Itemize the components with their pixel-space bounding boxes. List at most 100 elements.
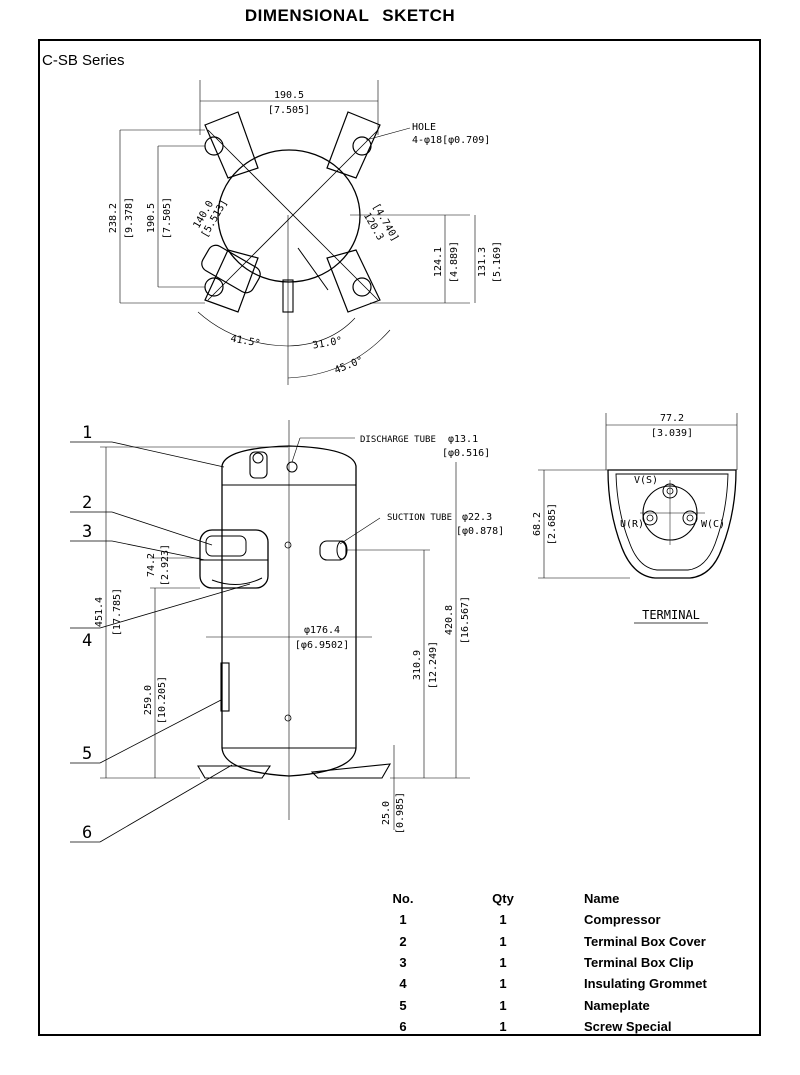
- angle-arc: [287, 329, 391, 379]
- cell-no: 5: [399, 997, 407, 1013]
- terminal-height: 68.2: [532, 512, 543, 536]
- callout-6: 6: [70, 764, 233, 843]
- table-row: 5 1 Nameplate: [384, 994, 754, 1015]
- hole-label: HOLE: [412, 122, 436, 133]
- cell-qty: 1: [499, 1018, 507, 1034]
- insulating-grommet: [211, 577, 263, 585]
- discharge-dia: φ13.1: [448, 434, 478, 445]
- terminal-height: 259.0: [143, 685, 154, 715]
- cell-no: 1: [399, 912, 407, 928]
- header-qty: Qty: [492, 891, 514, 907]
- mounting-foot: [326, 249, 381, 313]
- mounting-foot: [204, 111, 259, 179]
- discharge-fitting: [249, 451, 268, 479]
- pin-c-label: W(C): [701, 519, 725, 530]
- cell-name: Insulating Grommet: [584, 976, 707, 992]
- cell-name: Terminal Box Clip: [584, 955, 694, 971]
- suction-dia: φ22.3: [462, 512, 492, 523]
- dim-height-outer-in: [9.378]: [124, 197, 135, 239]
- body-dia-in: [φ6.9502]: [295, 640, 349, 651]
- hole-spec: 4-φ18[φ0.709]: [412, 135, 490, 146]
- total-height: 451.4: [94, 597, 105, 627]
- cell-name: Nameplate: [584, 997, 650, 1013]
- angle-b: 31.0°: [312, 336, 344, 352]
- cell-no: 2: [399, 933, 407, 949]
- callout-4: 4: [70, 583, 251, 651]
- base-foot-right: [310, 763, 392, 779]
- mounting-foot: [204, 249, 259, 313]
- terminal-plate-outline: [607, 469, 737, 579]
- terminal-box-top: [201, 244, 261, 294]
- discharge-height: 420.8: [444, 605, 455, 635]
- cell-qty: 1: [499, 912, 507, 928]
- angle-arc: [287, 317, 356, 347]
- terminal-view: 77.2 [3.039] 68.2 [2.685] V(S) U(R) W(C)…: [532, 413, 738, 624]
- leader-line: [365, 127, 411, 141]
- cell-name: Compressor: [584, 912, 661, 928]
- mounting-foot: [326, 111, 381, 179]
- cell-name: Terminal Box Cover: [584, 933, 706, 949]
- discharge-height-in: [16.567]: [460, 596, 471, 644]
- pin-c: [682, 510, 698, 526]
- table-row: 1 1 Compressor: [384, 909, 754, 930]
- terminal-width: 77.2: [660, 413, 684, 424]
- suction-tube: [319, 540, 347, 561]
- callout-label: 1: [82, 423, 92, 443]
- leader-line: [291, 437, 301, 463]
- table-row: 2 1 Terminal Box Cover: [384, 931, 754, 952]
- dim-right-a: 124.1: [433, 247, 444, 277]
- header-no: No.: [392, 891, 414, 907]
- callout-label: 5: [82, 744, 92, 764]
- series-label: C-SB Series: [42, 52, 125, 69]
- dim-right-b: 131.3: [477, 247, 488, 277]
- dim-mount-spacing-in: [7.505]: [268, 105, 310, 116]
- page-title: DIMENSIONAL SKETCH: [244, 6, 456, 25]
- centerline: [207, 129, 379, 301]
- parts-table: No. Qty Name 1 1 Compressor 2 1 Terminal…: [384, 888, 754, 1037]
- base-height-in: [0.985]: [395, 792, 406, 834]
- cell-qty: 1: [499, 997, 507, 1013]
- terminal-box-dim-in: [2.923]: [160, 544, 171, 586]
- table-header-row: No. Qty Name: [384, 888, 754, 909]
- cell-no: 3: [399, 955, 407, 971]
- suction-height: 310.9: [412, 650, 423, 680]
- dim-height-inner: 190.5: [146, 203, 157, 233]
- base-foot-left: [197, 765, 272, 779]
- cell-no: 4: [399, 976, 407, 992]
- drawing-frame: [38, 39, 761, 1036]
- cell-name: Screw Special: [584, 1018, 672, 1034]
- pin-r: [642, 510, 658, 526]
- callout-label: 6: [82, 823, 92, 843]
- angle-a: 41.5°: [230, 334, 262, 350]
- dim-right-b-in: [5.169]: [492, 241, 503, 283]
- suction-tube-top: [282, 279, 294, 313]
- callout-3: 3: [70, 522, 206, 561]
- dim-height-outer: 238.2: [108, 203, 119, 233]
- body-dia: φ176.4: [304, 625, 340, 636]
- nameplate: [220, 662, 230, 712]
- callout-2: 2: [70, 493, 213, 546]
- leader-line: [339, 517, 381, 545]
- base-height: 25.0: [381, 801, 392, 825]
- terminal-width-in: [3.039]: [651, 428, 693, 439]
- cell-no: 6: [399, 1018, 407, 1034]
- total-height-in: [17.785]: [112, 588, 123, 636]
- discharge-tube-end: [286, 461, 298, 473]
- discharge-label: DISCHARGE TUBE: [360, 435, 436, 445]
- terminal-caption: TERMINAL: [642, 608, 700, 622]
- top-view: 190.5 [7.505] HOLE 4-φ18[φ0.709] 238.2 […: [108, 80, 503, 385]
- terminal-height-in: [2.685]: [547, 503, 558, 545]
- callout-label: 3: [82, 522, 92, 542]
- pin-s-label: V(S): [634, 475, 658, 486]
- dim-mount-spacing: 190.5: [274, 90, 304, 101]
- callout-1: 1: [70, 423, 225, 468]
- cell-qty: 1: [499, 933, 507, 949]
- shell-top-dome: [221, 445, 357, 485]
- cell-qty: 1: [499, 976, 507, 992]
- suction-label: SUCTION TUBE: [387, 513, 452, 523]
- table-row: 3 1 Terminal Box Clip: [384, 952, 754, 973]
- suction-dia-in: [φ0.878]: [456, 526, 504, 537]
- table-row: 6 1 Screw Special: [384, 1016, 754, 1037]
- shell-bottom-dome: [221, 747, 357, 777]
